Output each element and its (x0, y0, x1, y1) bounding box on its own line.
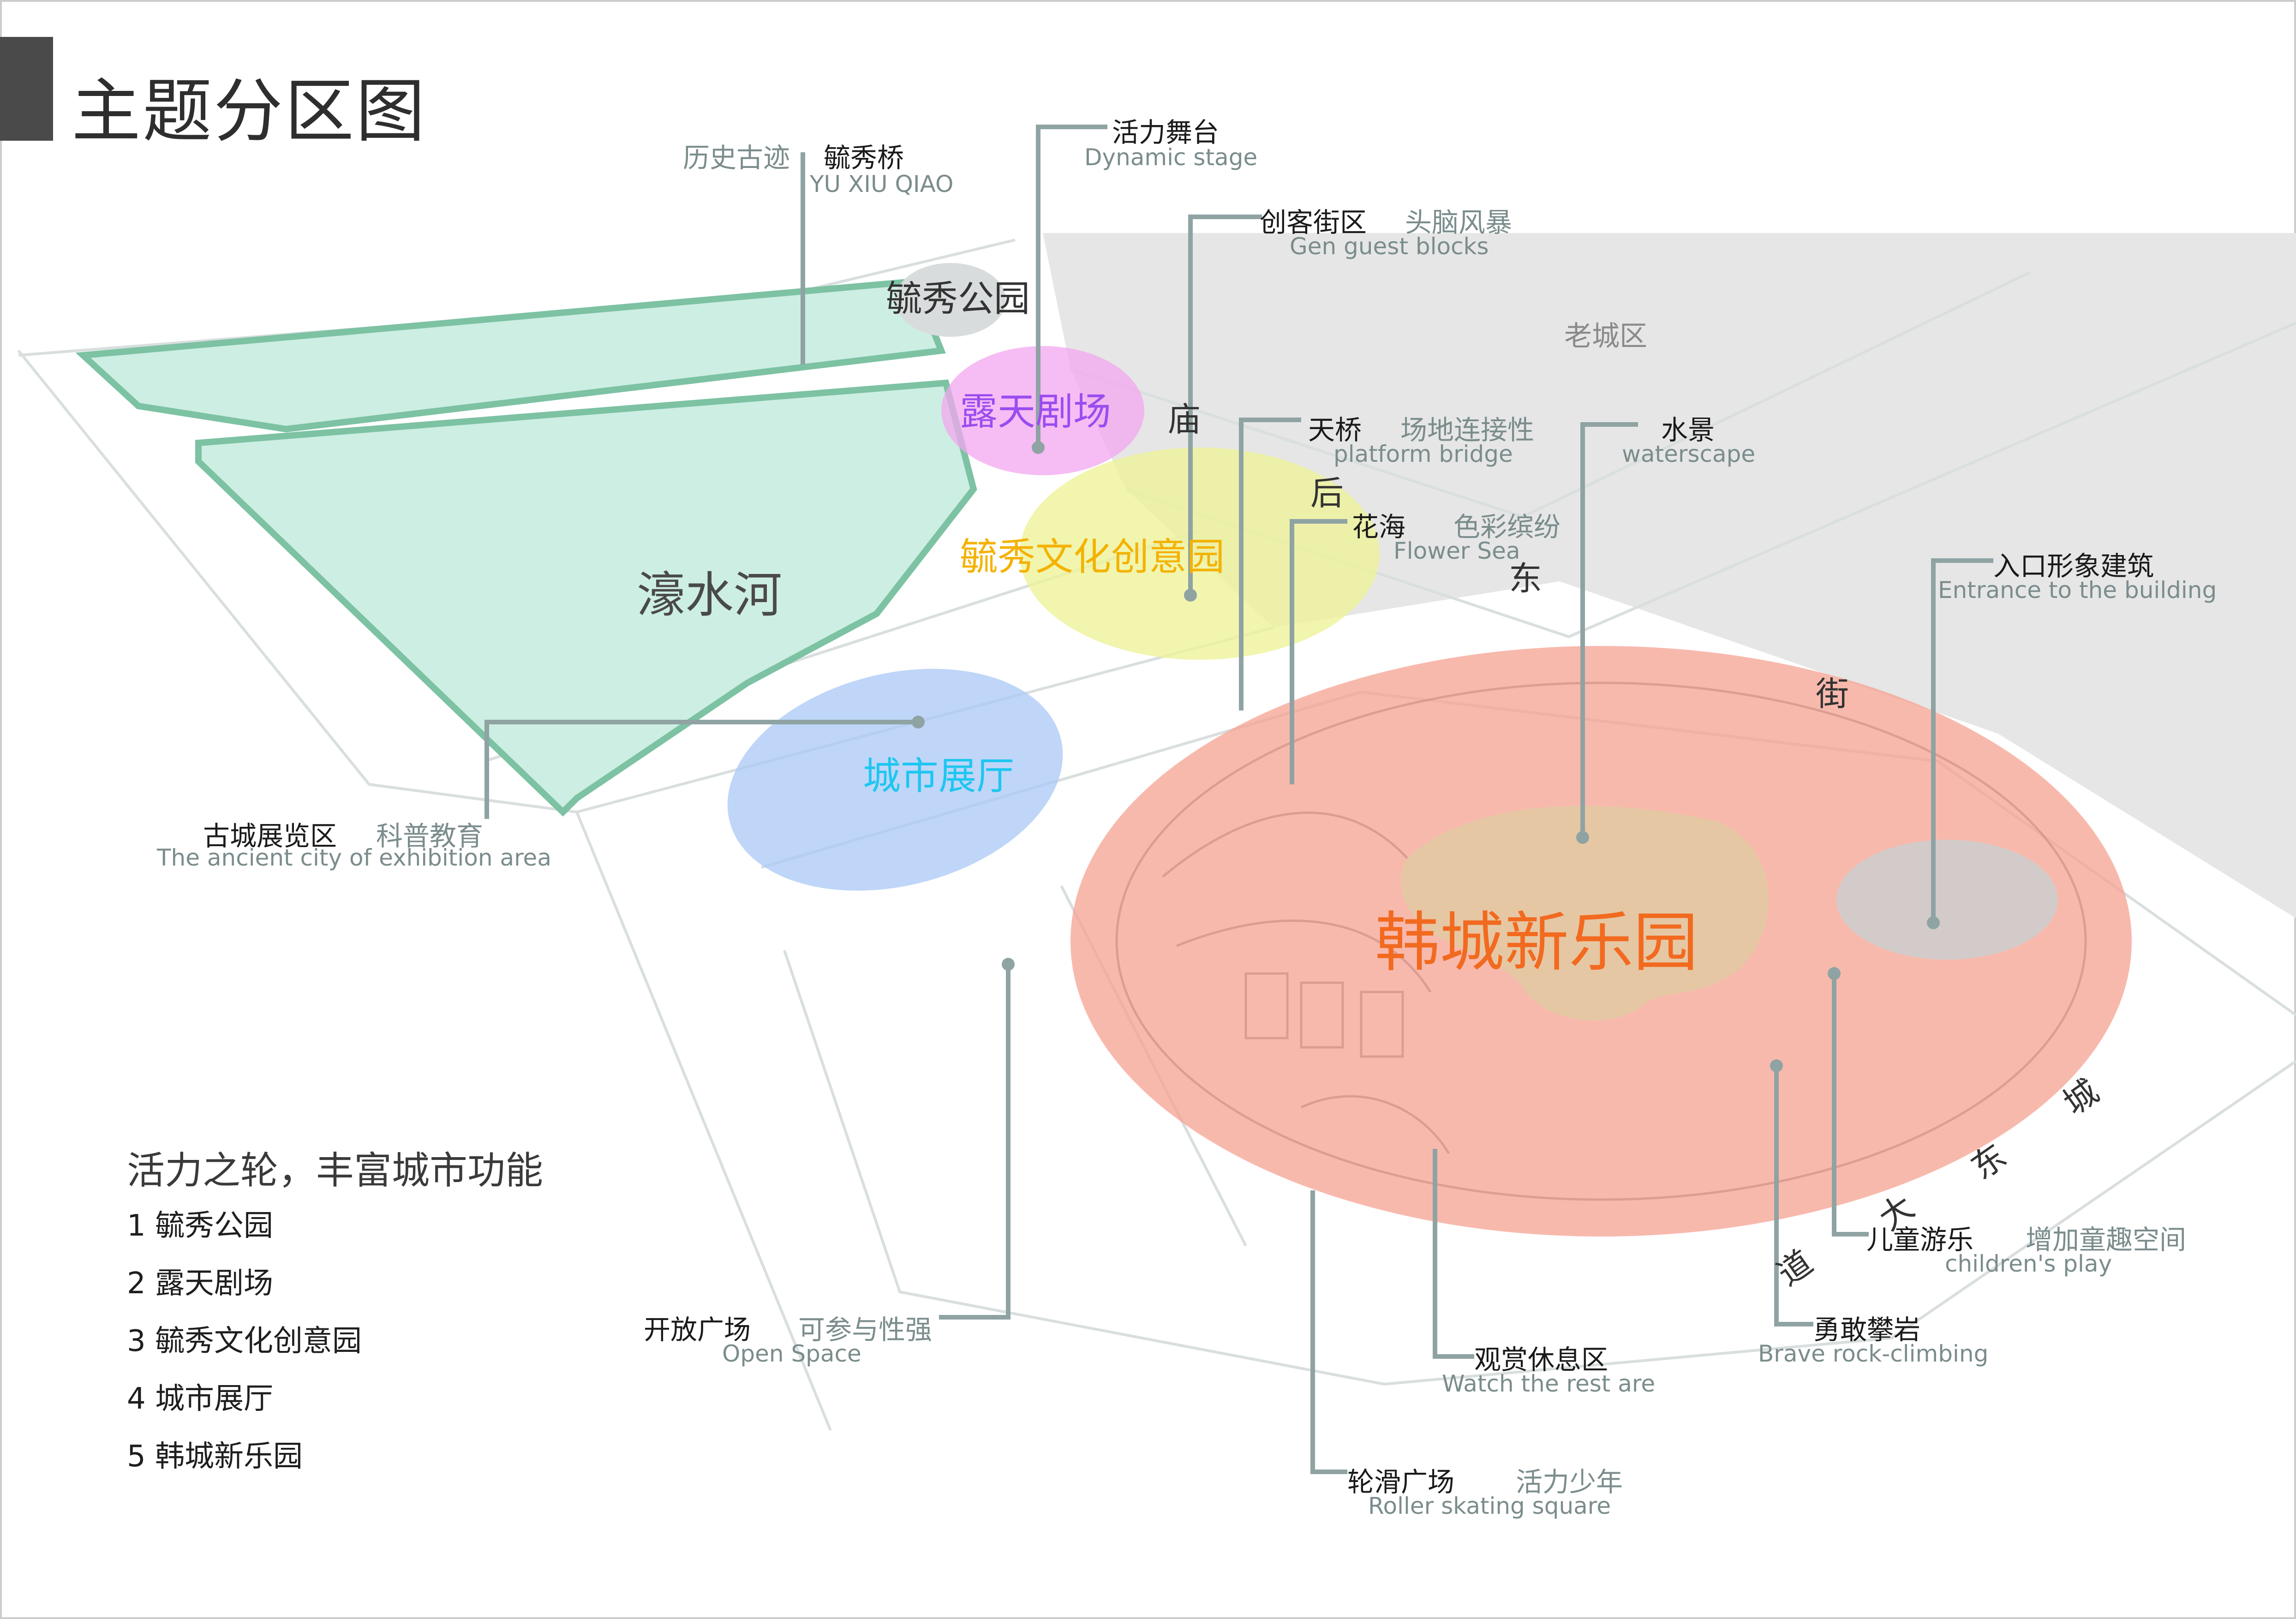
callout-entrance-cn: 入口形象建筑 (1993, 550, 2154, 582)
leader-ancient-exhibit (484, 720, 918, 819)
legend-item: 2 露天剧场 (127, 1267, 274, 1301)
waterscape-shape (1401, 806, 1769, 1021)
callout-open-space-cn: 开放广场 (644, 1314, 751, 1345)
yuxiu-park-circle (895, 263, 1006, 337)
callout-watch-rest-en: Watch the rest are (1442, 1370, 1656, 1397)
leader-children-play (1832, 974, 1869, 1237)
callout-watch-rest-cn: 观赏休息区 (1474, 1344, 1608, 1375)
callout-children-play-en: children's play (1945, 1250, 2112, 1277)
park-detail-lines (1115, 681, 2087, 1201)
callout-roller-skating-en: Roller skating square (1368, 1493, 1611, 1519)
street-temple-char-3: 东 (1509, 559, 1543, 598)
leader-flower-sea (1290, 519, 1347, 784)
street-temple-char-1: 庙 (1167, 400, 1201, 439)
leader-dynamic-stage (1036, 125, 1107, 448)
legend-item: 3 毓秀文化创意园 (127, 1324, 362, 1358)
old-town-label: 老城区 (1564, 320, 1647, 352)
leader-platform-bridge (1239, 418, 1301, 711)
leader-lines (484, 125, 1993, 1474)
callout-guest-blocks-en: Gen guest blocks (1290, 233, 1489, 260)
callout-dynamic-stage-en: Dynamic stage (1084, 144, 1258, 171)
zone-open-theater-ellipse (941, 346, 1144, 475)
callout-guest-blocks-tag: 头脑风暴 (1405, 207, 1513, 238)
legend-item: 4 城市展厅 (127, 1382, 274, 1416)
river-upper (75, 278, 946, 433)
leader-dots (912, 441, 1940, 1072)
entrance-building-shape (1836, 840, 2058, 960)
leader-watch-rest (1433, 1149, 1474, 1359)
street-temple-char-2: 后 (1310, 474, 1344, 513)
zone-label-hancheng-park: 韩城新乐园 (1375, 905, 1698, 980)
callout-roller-skating-cn: 轮滑广场 (1347, 1466, 1455, 1498)
callout-yuxiu-bridge-tag: 历史古迹 (683, 142, 790, 173)
callout-flower-sea-en: Flower Sea (1393, 538, 1520, 564)
legend-heading: 活力之轮，丰富城市功能 (127, 1149, 544, 1193)
callout-guest-blocks-cn: 创客街区 (1260, 207, 1367, 238)
leader-open-space (939, 964, 1010, 1320)
callout-open-space-tag: 可参与性强 (798, 1314, 933, 1345)
callout-roller-skating-tag: 活力少年 (1516, 1466, 1623, 1498)
callout-dynamic-stage-cn: 活力舞台 (1112, 117, 1220, 148)
callout-rock-climbing-cn: 勇敢攀岩 (1813, 1314, 1921, 1345)
callout-waterscape-en: waterscape (1622, 441, 1756, 467)
leader-guest-blocks (1188, 215, 1262, 595)
old-town-area (1043, 233, 2296, 918)
callout-yuxiu-bridge-en: YU XIU QIAO (810, 171, 954, 197)
page-title: 主题分区图 (72, 72, 427, 152)
callout-yuxiu-bridge-cn: 毓秀桥 (824, 142, 904, 173)
zone-label-culture-park: 毓秀文化创意园 (960, 535, 1225, 579)
title-bar (0, 37, 53, 141)
callout-ancient-exhibit-en: The ancient city of exhibition area (157, 844, 551, 871)
callout-children-play-cn: 儿童游乐 (1866, 1224, 1974, 1255)
callout-ancient-exhibit-cn: 古城展览区 (203, 820, 337, 852)
callout-entrance-en: Entrance to the building (1938, 577, 2217, 603)
street-temple-char-4: 街 (1816, 675, 1849, 713)
callout-ancient-exhibit-tag: 科普教育 (376, 820, 484, 852)
leader-waterscape (1580, 422, 1638, 837)
callout-flower-sea-cn: 花海 (1352, 511, 1406, 543)
legend-item: 5 韩城新乐园 (127, 1440, 303, 1474)
legend-item: 1 毓秀公园 (127, 1209, 274, 1243)
leader-rock-climbing (1774, 1066, 1813, 1326)
zone-label-city-hall: 城市展厅 (863, 754, 1015, 798)
leader-roller-skating (1310, 1190, 1347, 1474)
leader-entrance (1931, 558, 1993, 923)
river-label: 濠水河 (637, 567, 783, 623)
zone-label-open-theater: 露天剧场 (960, 390, 1112, 434)
callout-platform-bridge-tag: 场地连接性 (1400, 414, 1535, 446)
callout-rock-climbing-en: Brave rock-climbing (1758, 1340, 1989, 1367)
callout-platform-bridge-en: platform bridge (1333, 441, 1513, 467)
callout-flower-sea-tag: 色彩缤纷 (1453, 511, 1561, 543)
callout-children-play-tag: 增加童趣空间 (2026, 1224, 2187, 1255)
callout-platform-bridge-cn: 天桥 (1308, 414, 1362, 446)
park-label: 毓秀公园 (886, 278, 1030, 320)
callout-open-space-en: Open Space (722, 1340, 861, 1367)
callout-waterscape-cn: 水景 (1661, 414, 1715, 446)
